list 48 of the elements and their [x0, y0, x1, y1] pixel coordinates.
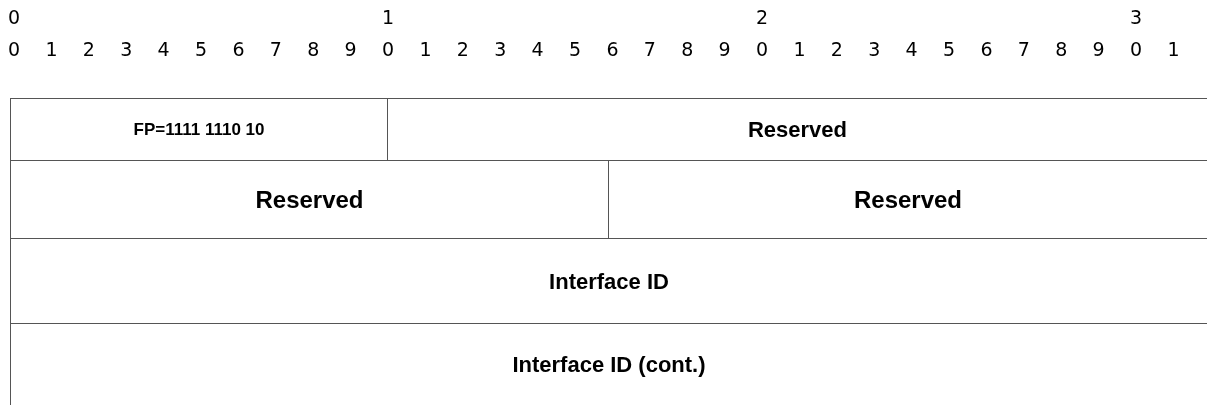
bit-ruler-digit: 7 [1017, 38, 1030, 60]
field-label: FP=1111 1110 10 [133, 118, 265, 141]
bit-ruler-digit: 9 [718, 38, 731, 60]
bit-ruler-digit: 5 [943, 38, 956, 60]
bit-ruler-digit: 2 [82, 38, 95, 60]
header-field-cell [10, 98, 387, 160]
header-field-cell [608, 160, 1207, 238]
bit-ruler-digit: 3 [120, 38, 133, 60]
bit-ruler-digit: 4 [905, 38, 918, 60]
bit-ruler-digit: 0 [1130, 38, 1143, 60]
bit-ruler-digit: 5 [569, 38, 582, 60]
bit-ruler-digit: 8 [681, 38, 694, 60]
bit-ruler-digit: 6 [606, 38, 619, 60]
header-field-cell [10, 160, 608, 238]
header-field-cell [10, 238, 1207, 323]
header-field-cell [10, 323, 1207, 405]
bit-ruler-digit: 7 [643, 38, 656, 60]
field-label: Reserved [255, 184, 364, 215]
bit-ruler-digit: 1 [1167, 38, 1180, 60]
bit-ruler-digit: 8 [1055, 38, 1068, 60]
field-label: Interface ID [549, 267, 669, 296]
bit-ruler-digit: 0 [756, 38, 769, 60]
bit-ruler-digit: 9 [344, 38, 357, 60]
bit-ruler-digit: 4 [157, 38, 170, 60]
bit-ruler-digit: 3 [868, 38, 881, 60]
bit-ruler-digit: 6 [980, 38, 993, 60]
bit-ruler-digit: 2 [756, 6, 769, 28]
bit-ruler-digit: 5 [195, 38, 208, 60]
bit-ruler-digit: 4 [531, 38, 544, 60]
bit-ruler-digit: 1 [419, 38, 432, 60]
bit-ruler-digit: 1 [45, 38, 58, 60]
bit-ruler-digit: 2 [456, 38, 469, 60]
bit-ruler-digit: 0 [382, 38, 395, 60]
bit-ruler-digit: 0 [8, 6, 21, 28]
bit-ruler-digit: 7 [269, 38, 282, 60]
header-field-cell [387, 98, 1207, 160]
field-label: Interface ID (cont.) [512, 351, 706, 379]
bit-ruler-digit: 0 [8, 38, 21, 60]
bit-ruler-digit: 1 [793, 38, 806, 60]
field-label: Reserved [853, 184, 963, 215]
bit-ruler-digit: 9 [1092, 38, 1105, 60]
bit-ruler-digit: 8 [307, 38, 320, 60]
bit-ruler-digit: 1 [382, 6, 395, 28]
bit-ruler-digit: 3 [494, 38, 507, 60]
bit-ruler-digit: 3 [1130, 6, 1143, 28]
bit-ruler-digit: 2 [830, 38, 843, 60]
bit-ruler-digit: 6 [232, 38, 245, 60]
field-label: Reserved [747, 116, 848, 144]
